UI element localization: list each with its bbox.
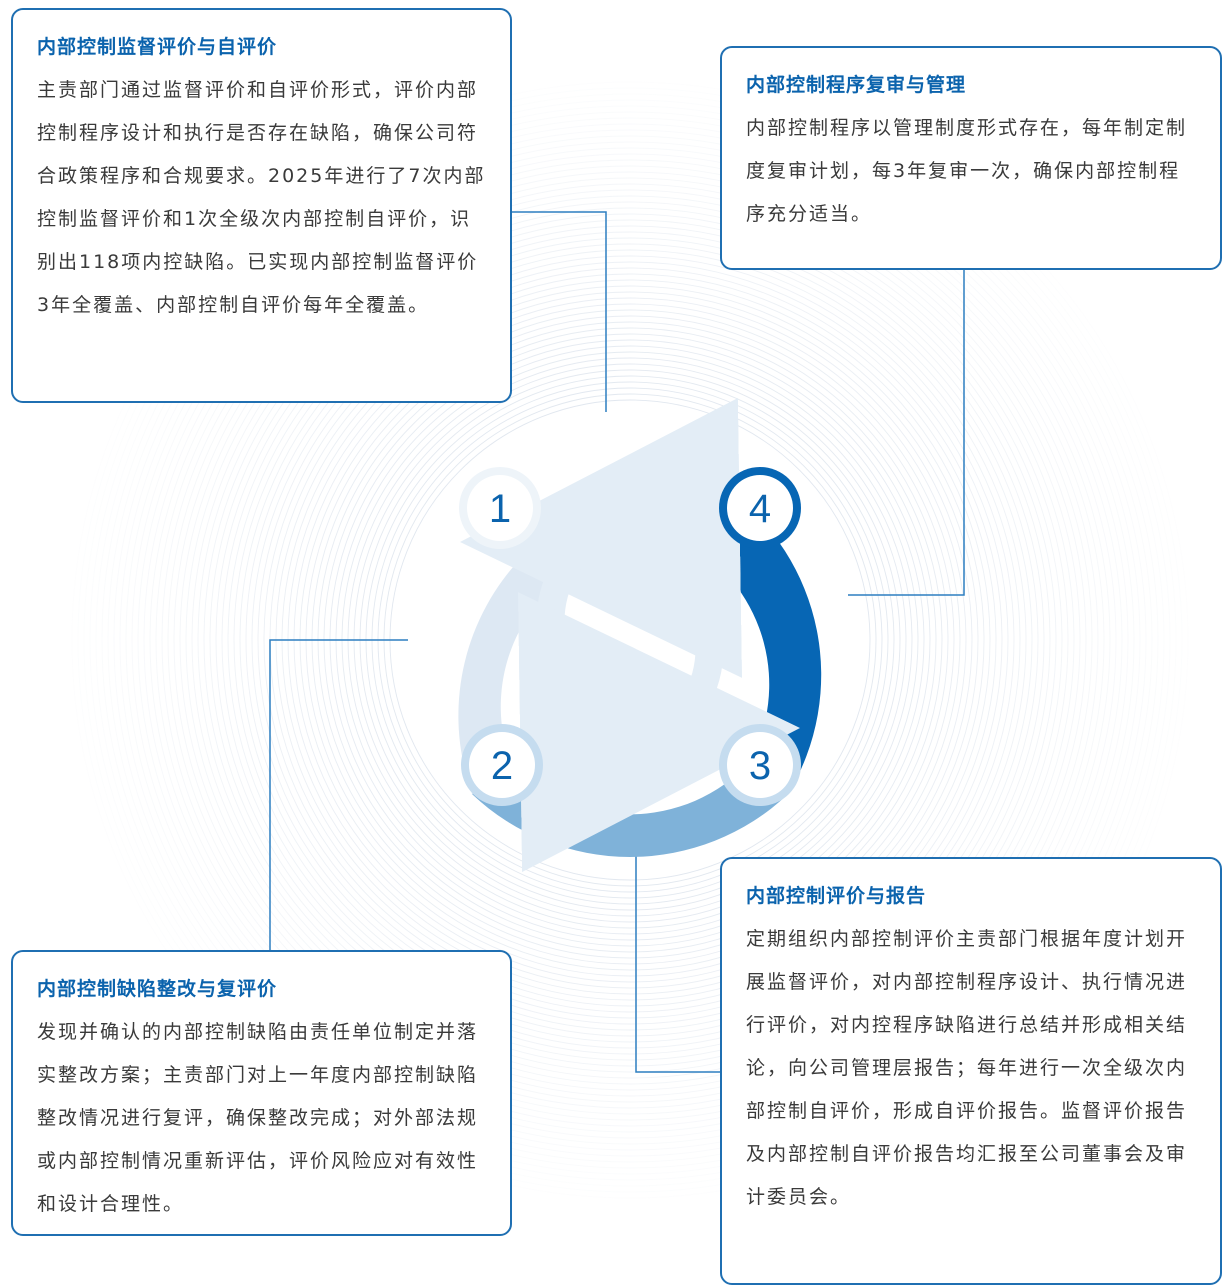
step-4-title: 内部控制程序复审与管理 [746,74,967,96]
step-1-text: 主责部门通过监督评价和自评价形式，评价内部控制程序设计和执行是否存在缺陷，确保公… [37,79,486,316]
step-1-card: 内部控制监督评价与自评价 主责部门通过监督评价和自评价形式，评价内部控制程序设计… [11,8,512,403]
background-ring [161,171,1099,1109]
connector-lines [269,211,965,1073]
step-number-1: 1 [489,487,511,531]
background-ring [251,261,1009,1019]
step-4-card: 内部控制程序复审与管理 内部控制程序以管理制度形式存在，每年制定制度复审计划，每… [720,46,1222,270]
background-ring [233,243,1027,1037]
step-2-title: 内部控制缺陷整改与复评价 [37,978,278,1000]
background-ring [137,147,1123,1133]
background-ring [71,81,1189,1199]
background-ring [119,129,1141,1151]
background-ring [167,177,1093,1103]
background-ring [89,99,1171,1181]
background-ring [215,225,1045,1055]
step-3-title: 内部控制评价与报告 [746,885,927,907]
step-2-text: 发现并确认的内部控制缺陷由责任单位制定并落实整改方案；主责部门对上一年度内部控制… [37,1021,479,1215]
background-ring [263,273,997,1007]
background-ring [221,231,1039,1049]
step-number-2: 2 [491,744,513,788]
background-ring [77,87,1183,1193]
background-ring [191,201,1069,1079]
background-ring [185,195,1075,1085]
background-ring [95,105,1165,1175]
background-ring [203,213,1057,1067]
step-number-3: 3 [749,744,771,788]
step-2-card: 内部控制缺陷整改与复评价 发现并确认的内部控制缺陷由责任单位制定并落实整改方案；… [11,950,512,1236]
background-ring [83,93,1177,1187]
background-ring [227,237,1033,1043]
step-badges [459,467,801,806]
background-ring [209,219,1051,1061]
step-4-text: 内部控制程序以管理制度形式存在，每年制定制度复审计划，每3年复审一次，确保内部控… [746,117,1188,225]
background-ring [107,117,1153,1163]
background-ring [245,255,1015,1025]
refresh-icon [460,398,800,872]
background-ring [113,123,1147,1157]
background-ring [155,165,1105,1115]
step-1-title: 内部控制监督评价与自评价 [37,36,278,58]
background-ring [131,141,1129,1139]
background-ring [257,267,1003,1013]
background-ring [179,189,1081,1091]
background-ring [101,111,1159,1169]
step-3-text: 定期组织内部控制评价主责部门根据年度计划开展监督评价，对内部控制程序设计、执行情… [746,928,1188,1208]
background-ring [173,183,1087,1097]
background-ring [197,207,1063,1073]
background-ring [149,159,1111,1121]
background-ring [125,135,1135,1145]
background-ring [239,249,1021,1031]
step-3-card: 内部控制评价与报告 定期组织内部控制评价主责部门根据年度计划开展监督评价，对内部… [720,857,1222,1285]
background-ring [143,153,1117,1127]
step-number-4: 4 [749,487,771,531]
